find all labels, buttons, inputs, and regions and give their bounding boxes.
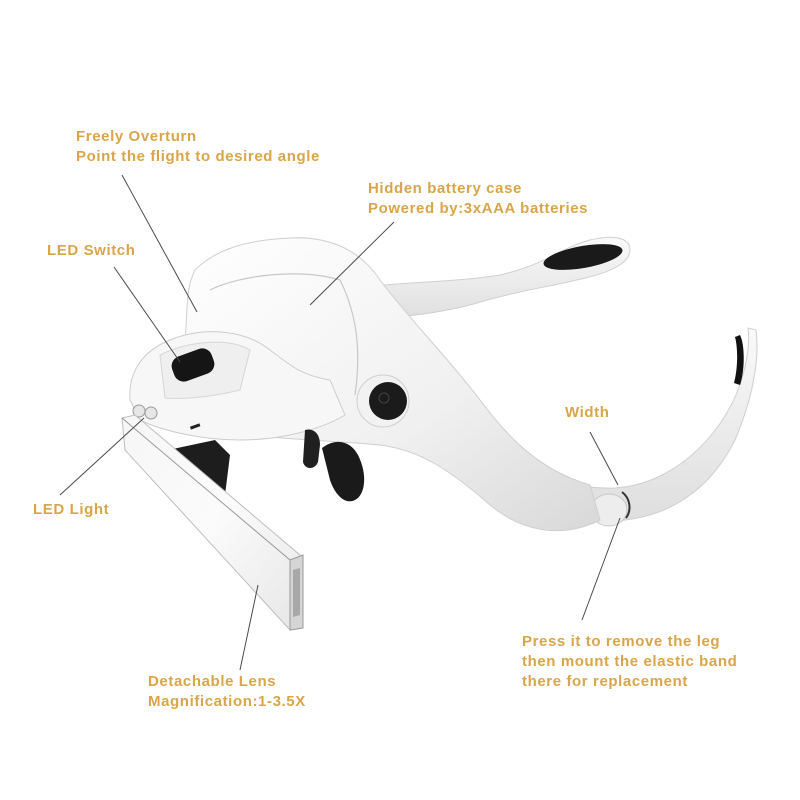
- callout-line-3: there for replacement: [522, 673, 688, 690]
- callout-press-leg: Press it to remove the leg then mount th…: [522, 632, 737, 692]
- callout-led-switch: LED Switch: [47, 241, 136, 261]
- callout-title: LED Light: [33, 501, 110, 518]
- callout-width: Width: [565, 403, 610, 423]
- callout-line-1: Press it to remove the leg: [522, 633, 721, 650]
- callout-detail: Powered by:3xAAA batteries: [368, 200, 589, 217]
- callout-battery-case: Hidden battery case Powered by:3xAAA bat…: [368, 179, 588, 219]
- magnifier-lens: [121, 414, 304, 631]
- housing-body: [183, 237, 601, 532]
- callout-detail: Point the flight to desired angle: [76, 148, 320, 165]
- callout-title: Freely Overturn: [76, 128, 197, 145]
- callout-title: Hidden battery case: [368, 180, 522, 197]
- callout-detail: Magnification:1-3.5X: [148, 693, 306, 710]
- callout-title: Detachable Lens: [148, 673, 277, 690]
- callout-line-2: then mount the elastic band: [522, 653, 738, 670]
- led-module: [129, 331, 346, 441]
- callout-detachable-lens: Detachable Lens Magnification:1-3.5X: [148, 672, 306, 712]
- callout-freely-overturn: Freely Overturn Point the flight to desi…: [76, 127, 320, 167]
- callout-title: Width: [565, 404, 610, 421]
- temple-arm: [469, 327, 758, 527]
- callout-title: LED Switch: [47, 242, 136, 259]
- leader-lines: [59, 174, 621, 671]
- callout-led-light: LED Light: [33, 500, 109, 520]
- lens-hinge: [168, 429, 365, 502]
